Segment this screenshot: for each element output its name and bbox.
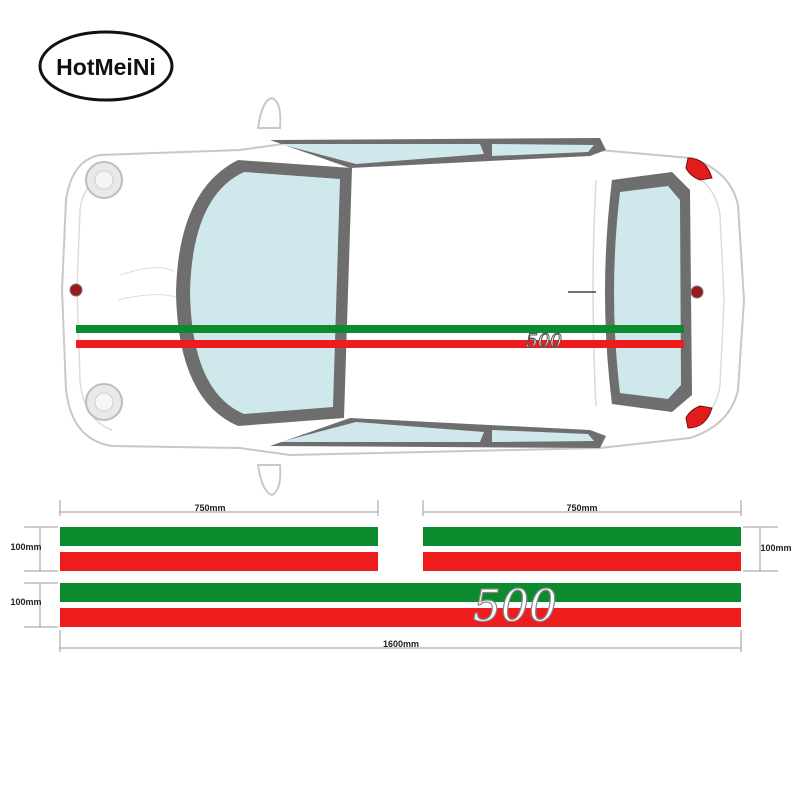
dim-height-top-right: 100mm bbox=[760, 543, 791, 553]
dim-width-bottom: 1600mm bbox=[383, 639, 419, 649]
decal-500-badge: 500 bbox=[472, 580, 557, 632]
dim-width-top-left: 750mm bbox=[194, 503, 225, 513]
tail-light-top bbox=[685, 157, 713, 181]
windshield-glass bbox=[190, 172, 340, 414]
brand-logo: HotMeiNi bbox=[38, 30, 174, 102]
dim-height-top-left: 100mm bbox=[10, 542, 41, 552]
right-mirror bbox=[256, 464, 282, 497]
car-500-text: 500 bbox=[526, 330, 562, 352]
decal-green-top-right bbox=[423, 527, 741, 546]
decal-green-bottom bbox=[60, 583, 741, 602]
decal-red-bottom bbox=[60, 608, 741, 627]
car-stripe-green bbox=[76, 325, 684, 333]
decal-500-text: 500 bbox=[473, 581, 557, 632]
car-500-badge: 500 bbox=[525, 330, 562, 353]
front-emblem bbox=[69, 283, 83, 297]
car-stripe-red bbox=[76, 340, 684, 348]
tail-light-bottom bbox=[685, 405, 713, 429]
decal-green-top-left bbox=[60, 527, 378, 546]
left-mirror bbox=[256, 96, 282, 129]
decal-red-top-right bbox=[423, 552, 741, 571]
stripe-set-top-left: 750mm 100mm bbox=[10, 500, 379, 572]
stripe-set-top-right: 750mm 100mm bbox=[422, 500, 792, 572]
car-top-view: 500 bbox=[60, 96, 746, 497]
dim-height-bottom: 100mm bbox=[10, 597, 41, 607]
brand-logo-text: HotMeiNi bbox=[56, 54, 156, 80]
decal-red-top-left bbox=[60, 552, 378, 571]
dim-width-top-right: 750mm bbox=[566, 503, 597, 513]
stripe-set-bottom: 100mm 1600mm 500 bbox=[10, 580, 742, 652]
rear-emblem bbox=[690, 285, 704, 299]
rear-window-glass bbox=[614, 186, 681, 399]
